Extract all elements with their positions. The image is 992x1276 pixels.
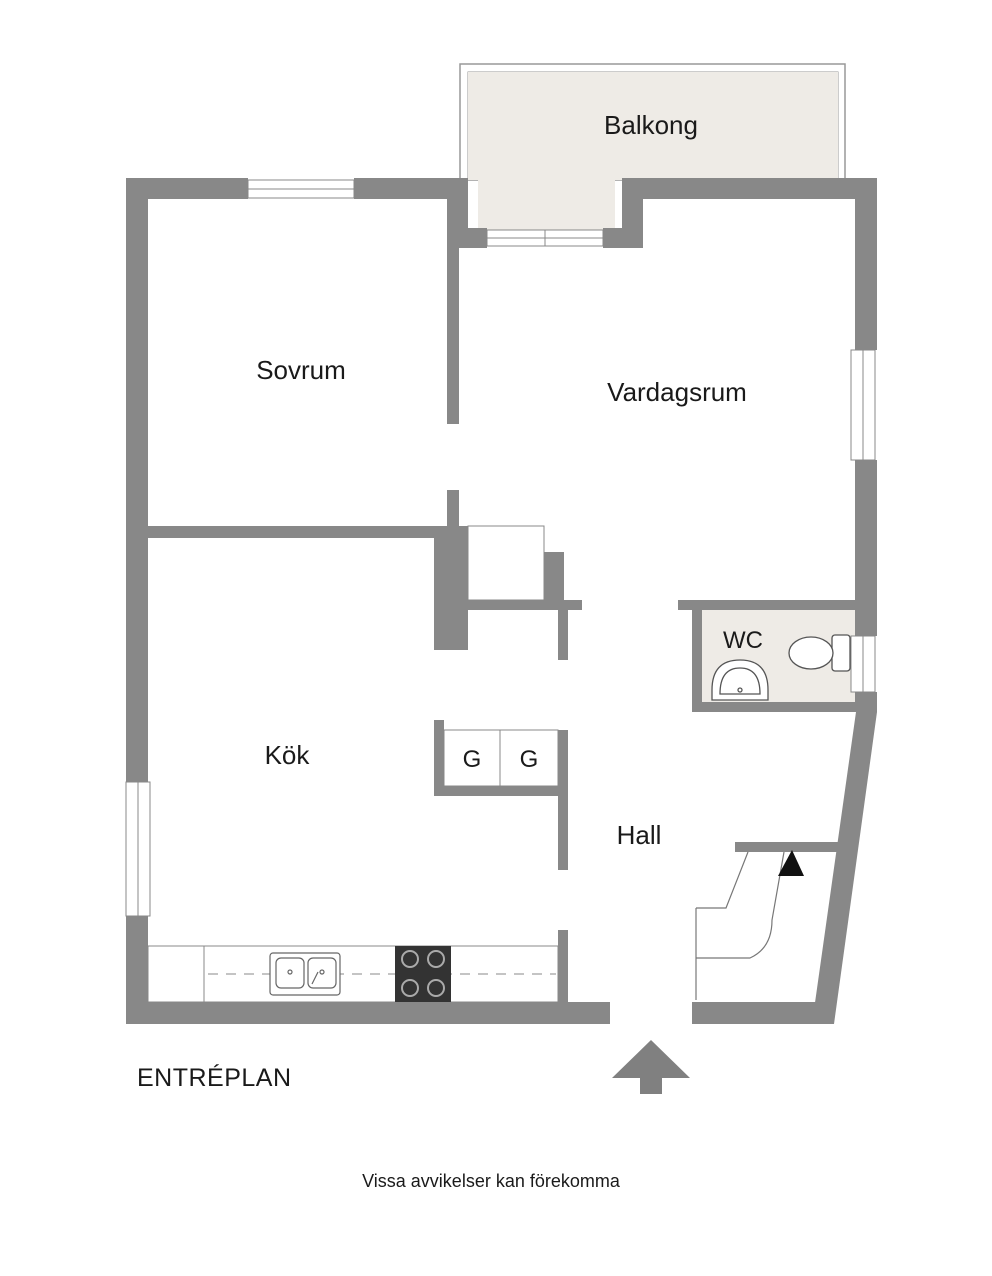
entrance-arrow-icon bbox=[612, 1040, 690, 1094]
washbasin-icon bbox=[711, 659, 769, 701]
living-room-label: Vardagsrum bbox=[607, 377, 747, 407]
bedroom-label: Sovrum bbox=[256, 355, 346, 385]
outer-walls bbox=[126, 178, 877, 1024]
kitchen-counter bbox=[147, 945, 559, 1003]
wardrobe-label-2: G bbox=[520, 746, 539, 773]
floor-title: ENTRÉPLAN bbox=[137, 1063, 292, 1092]
balcony-label: Balkong bbox=[604, 110, 698, 140]
wardrobes bbox=[443, 729, 559, 787]
toilet-icon bbox=[788, 634, 851, 672]
kitchen-label: Kök bbox=[265, 740, 311, 770]
closet bbox=[467, 525, 545, 601]
disclaimer: Vissa avvikelser kan förekomma bbox=[362, 1171, 621, 1191]
wc-label: WC bbox=[723, 627, 763, 654]
windows bbox=[125, 179, 876, 917]
balcony bbox=[459, 63, 846, 230]
wardrobe-label-1: G bbox=[463, 746, 482, 773]
sink-icon bbox=[269, 952, 341, 996]
stove-icon bbox=[395, 946, 451, 1002]
interior-walls bbox=[148, 248, 856, 1004]
balcony-notch bbox=[468, 72, 838, 230]
hall-bench bbox=[695, 851, 785, 1000]
hall-label: Hall bbox=[617, 820, 662, 850]
stair-arrow-icon bbox=[778, 850, 804, 876]
